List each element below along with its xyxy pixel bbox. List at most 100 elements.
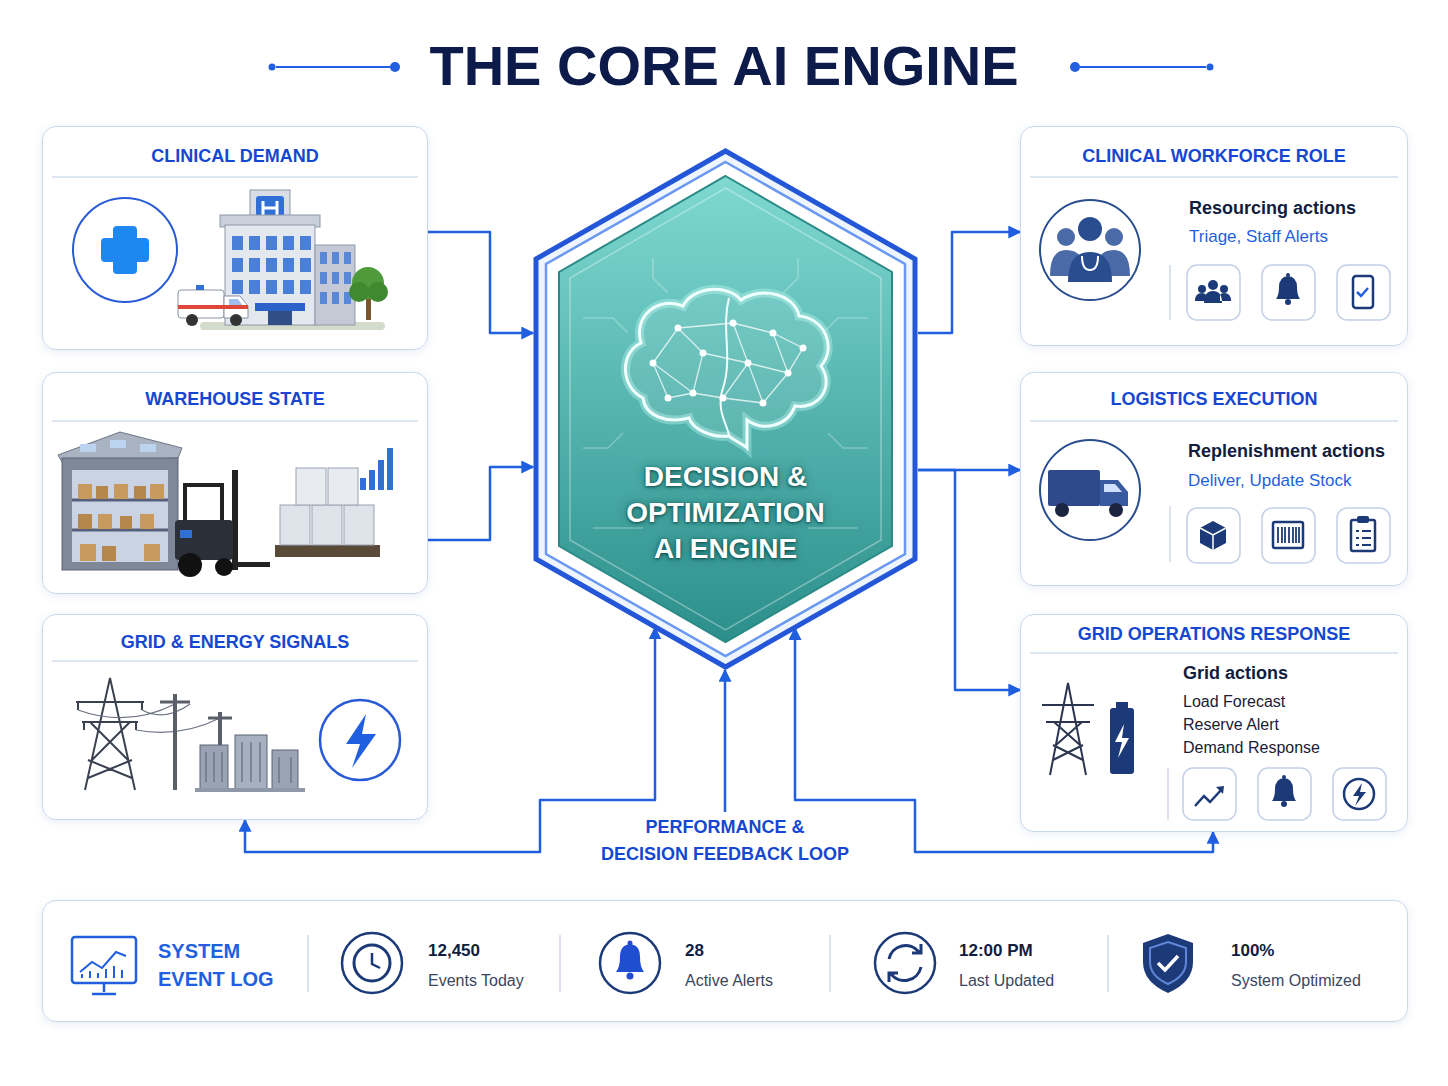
action-heading: Resourcing actions bbox=[1189, 198, 1356, 220]
logistics-icons bbox=[1351, 520, 1375, 551]
status-bar-icons bbox=[72, 937, 136, 983]
grid-response-icons bbox=[1116, 702, 1128, 709]
hospital-illustration bbox=[178, 290, 224, 318]
workforce-icons bbox=[1353, 276, 1373, 308]
hospital-illustration bbox=[186, 314, 198, 326]
workforce-icons bbox=[1068, 252, 1112, 282]
engine-hexagon bbox=[650, 360, 657, 367]
input-panel: CLINICAL DEMAND bbox=[42, 126, 428, 350]
medical-cross-icon bbox=[73, 198, 177, 302]
grid-response-icons bbox=[1344, 779, 1374, 809]
engine-label: DECISION & OPTIMIZATION AI ENGINE bbox=[611, 459, 841, 567]
log-title: SYSTEM EVENT LOG bbox=[158, 937, 283, 993]
grid-illustration bbox=[76, 678, 144, 790]
status-bar-icons bbox=[600, 933, 660, 993]
grid-response-icons bbox=[1115, 724, 1129, 758]
workforce-icons bbox=[1262, 265, 1315, 320]
warehouse-illustration bbox=[312, 505, 342, 545]
connector bbox=[428, 467, 533, 540]
heading-divider bbox=[52, 660, 418, 662]
status-bar-icons bbox=[372, 953, 380, 968]
engine-hexagon bbox=[675, 325, 682, 332]
grid-illustration bbox=[320, 700, 400, 780]
logistics-icons bbox=[1100, 480, 1128, 506]
action-heading: Replenishment actions bbox=[1188, 441, 1385, 463]
grid-response-icons bbox=[1333, 768, 1386, 820]
feedback-arrow bbox=[724, 670, 727, 812]
hospital-illustration bbox=[178, 190, 388, 330]
engine-hexagon bbox=[770, 330, 777, 337]
hospital-illustration bbox=[230, 314, 242, 326]
grid-illustration bbox=[272, 750, 298, 790]
warehouse-illustration bbox=[215, 558, 233, 576]
grid-illustration bbox=[78, 704, 220, 732]
heading-divider bbox=[1030, 652, 1398, 654]
grid-response-icons bbox=[1272, 778, 1296, 801]
logistics-icons bbox=[1262, 508, 1315, 563]
grid-response-icons bbox=[1167, 768, 1169, 820]
panel-heading: CLINICAL DEMAND bbox=[151, 146, 319, 168]
grid-response-icons bbox=[1216, 786, 1224, 794]
panel-heading: GRID OPERATIONS RESPONSE bbox=[1078, 624, 1351, 646]
logistics-icons bbox=[1040, 440, 1390, 563]
stat-value: 100% bbox=[1231, 941, 1274, 961]
logistics-icons bbox=[1337, 508, 1390, 563]
warehouse-illustration bbox=[360, 478, 366, 490]
engine-hexagon bbox=[625, 289, 828, 448]
logistics-icons bbox=[1357, 516, 1369, 523]
diagram-title: THE CORE AI ENGINE bbox=[429, 38, 1018, 94]
title-decoration bbox=[1207, 64, 1214, 71]
hospital-illustration bbox=[349, 282, 369, 302]
stat-label: Events Today bbox=[428, 971, 524, 990]
engine-hexagon bbox=[570, 188, 881, 630]
logistics-icons bbox=[1040, 440, 1140, 540]
status-bar-icons bbox=[82, 966, 122, 978]
logistics-icons bbox=[1055, 503, 1069, 517]
logistics-icons bbox=[1048, 470, 1100, 506]
workforce-icons bbox=[1195, 291, 1231, 303]
logistics-icons bbox=[1278, 527, 1299, 543]
action-heading: Grid actions bbox=[1183, 663, 1288, 685]
status-bar-icons bbox=[80, 952, 126, 972]
workforce-icons bbox=[1169, 265, 1171, 320]
title-area: THE CORE AI ENGINE bbox=[0, 38, 1448, 94]
warehouse-illustration bbox=[328, 468, 358, 505]
hospital-illustration bbox=[320, 252, 352, 304]
input-panel: WAREHOUSE STATE bbox=[42, 372, 428, 594]
warehouse-illustration bbox=[175, 520, 233, 560]
hospital-illustration bbox=[263, 201, 277, 215]
status-bar-icons bbox=[92, 983, 116, 994]
warehouse-illustration bbox=[144, 544, 160, 561]
heading-divider bbox=[52, 177, 1398, 661]
workforce-icons bbox=[1187, 265, 1240, 320]
engine-hexagon bbox=[760, 400, 767, 407]
hospital-illustration bbox=[255, 303, 305, 311]
grid-illustration bbox=[346, 714, 376, 768]
stat-value: 12,450 bbox=[428, 941, 480, 961]
warehouse-illustration bbox=[150, 484, 164, 499]
workforce-icons bbox=[1285, 299, 1291, 305]
connector bbox=[428, 232, 533, 333]
warehouse-illustration bbox=[114, 484, 128, 499]
panel-heading: CLINICAL WORKFORCE ROLE bbox=[1082, 146, 1346, 168]
workforce-icons bbox=[1208, 280, 1218, 290]
stat-label: Active Alerts bbox=[685, 971, 773, 990]
grid-illustration bbox=[206, 742, 291, 783]
warehouse-illustration bbox=[58, 432, 393, 577]
logistics-icons bbox=[1200, 528, 1226, 550]
engine-hexagon bbox=[800, 345, 807, 352]
warehouse-illustration bbox=[102, 546, 116, 561]
grid-response-icons bbox=[1183, 768, 1236, 820]
heading-divider bbox=[1030, 420, 1398, 422]
engine-hexagon bbox=[533, 148, 918, 670]
grid-illustration bbox=[76, 678, 400, 792]
engine-hexagon bbox=[700, 350, 707, 357]
warehouse-illustration bbox=[96, 486, 108, 499]
connector bbox=[918, 232, 1020, 333]
logistics-icons bbox=[1356, 531, 1371, 545]
output-panel: CLINICAL WORKFORCE ROLE Resourcing action… bbox=[1020, 126, 1408, 346]
grid-response-icons bbox=[1110, 708, 1134, 774]
stat-label: System Optimized bbox=[1231, 971, 1361, 990]
warehouse-illustration bbox=[140, 444, 156, 452]
status-bar-icons bbox=[308, 935, 1108, 992]
